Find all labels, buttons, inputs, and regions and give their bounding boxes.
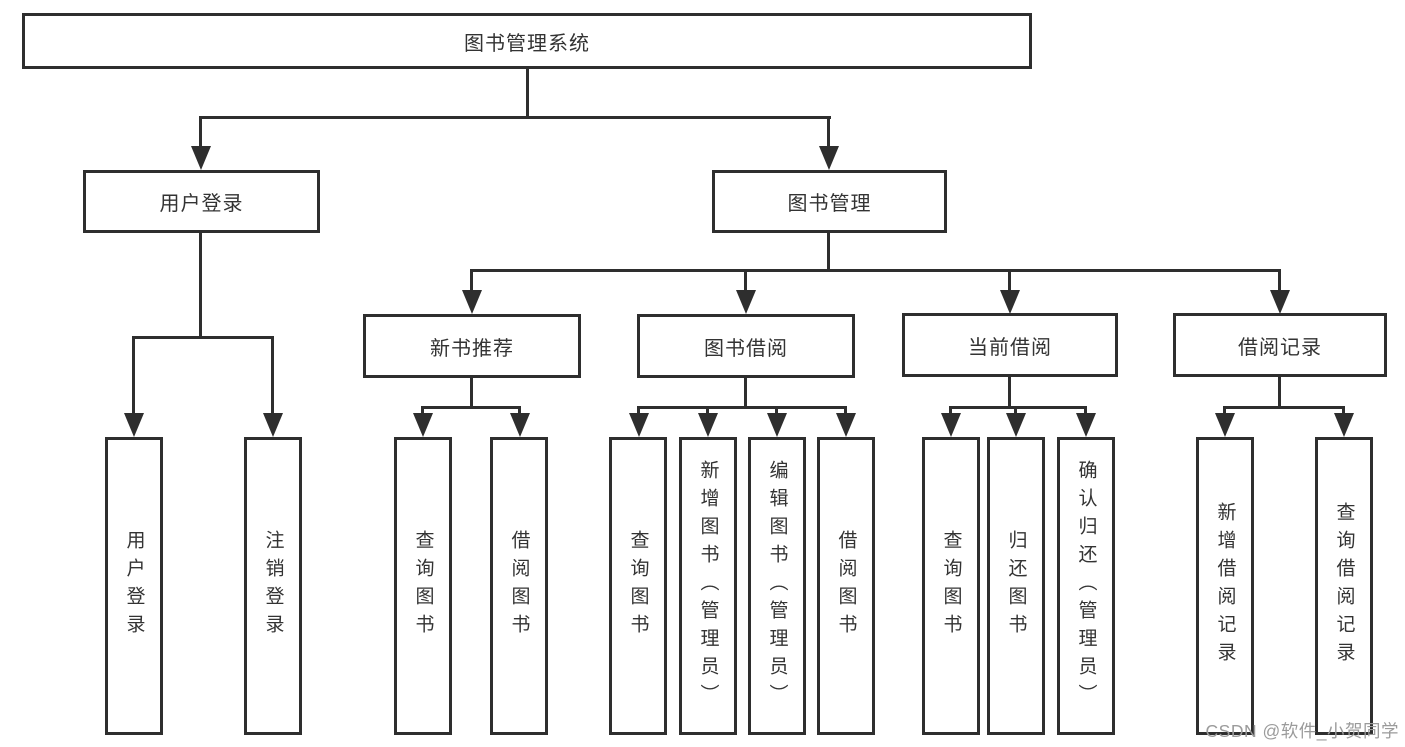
node-new-book-recommend: 新书推荐	[363, 314, 581, 378]
arrow-down-icon	[191, 146, 211, 170]
arrow-down-icon	[767, 413, 787, 437]
leaf-user-login-label: 用户登录	[123, 530, 145, 642]
node-book-borrow-label: 图书借阅	[704, 337, 788, 360]
node-book-management-label: 图书管理	[787, 193, 872, 215]
connector-arrow-line	[827, 116, 830, 150]
node-current-borrow-label: 当前借阅	[968, 336, 1052, 359]
connector-book-mgmt-stem	[827, 233, 830, 272]
arrow-down-icon	[462, 290, 482, 314]
node-book-borrow: 图书借阅	[637, 314, 855, 378]
connector-user-login-rail	[132, 336, 274, 339]
connector-arrow-line	[518, 406, 521, 418]
leaf-borrow-book-1: 借阅图书	[490, 437, 548, 735]
connector-level3-rail	[470, 269, 1281, 272]
node-new-book-recommend-label: 新书推荐	[430, 337, 514, 360]
connector-user-login-stem	[199, 233, 202, 339]
leaf-add-book-admin: 新增图书（管理员）	[679, 437, 737, 735]
arrow-down-icon	[1006, 413, 1026, 437]
node-root-library-system: 图书管理系统	[22, 13, 1032, 69]
arrow-down-icon	[736, 290, 756, 314]
node-borrow-records-label: 借阅记录	[1238, 336, 1322, 359]
leaf-query-borrow-record-label: 查询借阅记录	[1333, 502, 1355, 670]
leaf-logout: 注销登录	[244, 437, 302, 735]
arrow-down-icon	[819, 146, 839, 170]
leaf-confirm-return-admin: 确认归还（管理员）	[1057, 437, 1115, 735]
leaf-add-borrow-record-label: 新增借阅记录	[1214, 502, 1236, 670]
connector-arrow-line	[421, 406, 424, 418]
arrow-down-icon	[263, 413, 283, 437]
arrow-down-icon	[629, 413, 649, 437]
connector-arrow-line	[1008, 269, 1011, 294]
arrow-down-icon	[1334, 413, 1354, 437]
arrow-down-icon	[698, 413, 718, 437]
leaf-query-book-1: 查询图书	[394, 437, 452, 735]
connector-arrow-line	[1223, 406, 1226, 418]
connector-current-borrow-rail	[949, 406, 1087, 409]
leaf-query-book-2-label: 查询图书	[627, 530, 649, 642]
leaf-user-login: 用户登录	[105, 437, 163, 735]
arrow-down-icon	[124, 413, 144, 437]
arrow-down-icon	[413, 413, 433, 437]
connector-arrow-line	[1278, 269, 1281, 294]
connector-current-borrow-stem	[1008, 377, 1011, 409]
leaf-edit-book-admin: 编辑图书（管理员）	[748, 437, 806, 735]
leaf-query-book-1-label: 查询图书	[412, 530, 434, 642]
node-root-label: 图书管理系统	[464, 32, 590, 55]
arrow-down-icon	[941, 413, 961, 437]
connector-borrow-records-rail	[1223, 406, 1345, 409]
node-current-borrow: 当前借阅	[902, 313, 1118, 377]
leaf-add-book-admin-label: 新增图书（管理员）	[697, 460, 719, 712]
connector-arrow-line	[949, 406, 952, 418]
watermark: CSDN @软件_小贺同学	[1205, 721, 1399, 741]
leaf-return-book: 归还图书	[987, 437, 1045, 735]
arrow-down-icon	[1076, 413, 1096, 437]
node-book-management: 图书管理	[712, 170, 947, 233]
leaf-return-book-label: 归还图书	[1005, 530, 1027, 642]
connector-borrow-records-stem	[1278, 377, 1281, 409]
leaf-borrow-book-2: 借阅图书	[817, 437, 875, 735]
connector-arrow-line	[1084, 406, 1087, 418]
arrow-down-icon	[1000, 290, 1020, 314]
leaf-query-book-2: 查询图书	[609, 437, 667, 735]
connector-new-book-rail	[421, 406, 521, 409]
leaf-confirm-return-admin-label: 确认归还（管理员）	[1075, 460, 1097, 712]
node-borrow-records: 借阅记录	[1173, 313, 1387, 377]
leaf-add-borrow-record: 新增借阅记录	[1196, 437, 1254, 735]
leaf-edit-book-admin-label: 编辑图书（管理员）	[766, 460, 788, 712]
node-user-login-label: 用户登录	[159, 193, 244, 215]
arrow-down-icon	[510, 413, 530, 437]
connector-root-stem	[526, 68, 529, 119]
connector-arrow-line	[706, 406, 709, 418]
leaf-query-book-3-label: 查询图书	[940, 530, 962, 642]
connector-new-book-stem	[470, 378, 473, 409]
connector-arrow-line	[132, 336, 135, 416]
connector-arrow-line	[271, 336, 274, 416]
connector-arrow-line	[1014, 406, 1017, 418]
connector-arrow-line	[1342, 406, 1345, 418]
leaf-query-borrow-record: 查询借阅记录	[1315, 437, 1373, 735]
arrow-down-icon	[1270, 290, 1290, 314]
arrow-down-icon	[1215, 413, 1235, 437]
connector-book-borrow-stem	[744, 378, 747, 409]
leaf-borrow-book-1-label: 借阅图书	[508, 530, 530, 642]
node-user-login: 用户登录	[83, 170, 320, 233]
connector-arrow-line	[844, 406, 847, 418]
connector-arrow-line	[744, 269, 747, 294]
connector-arrow-line	[470, 269, 473, 294]
connector-book-borrow-rail	[637, 406, 847, 409]
leaf-query-book-3: 查询图书	[922, 437, 980, 735]
leaf-borrow-book-2-label: 借阅图书	[835, 530, 857, 642]
leaf-logout-label: 注销登录	[262, 530, 284, 642]
connector-level2-rail	[199, 116, 831, 119]
connector-arrow-line	[637, 406, 640, 418]
arrow-down-icon	[836, 413, 856, 437]
connector-arrow-line	[775, 406, 778, 418]
connector-arrow-line	[199, 116, 202, 150]
